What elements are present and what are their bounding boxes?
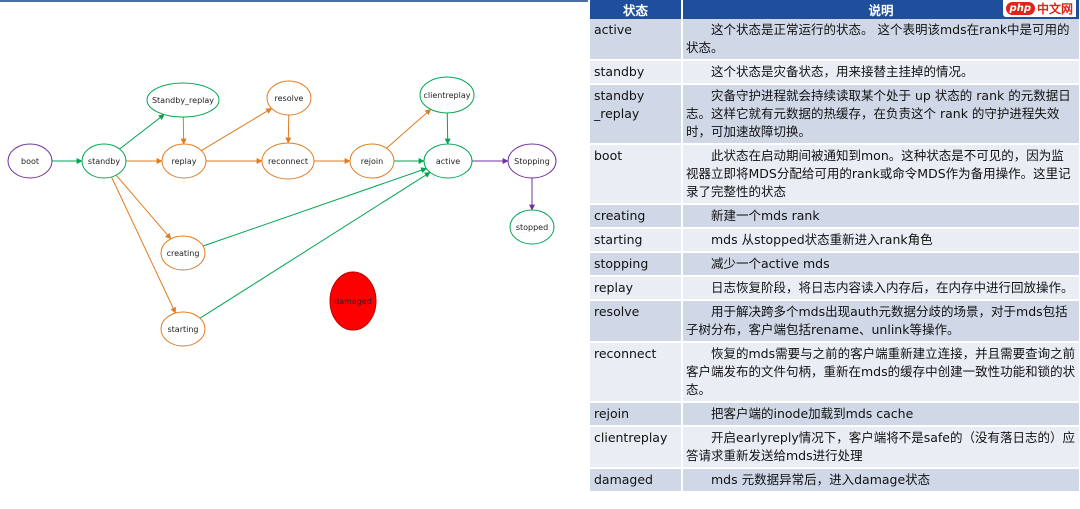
node-label: resolve <box>275 94 304 103</box>
state-description: 日志恢复阶段，将日志内容读入内存后，在内存中进行回放操作。 <box>682 276 1080 301</box>
state-description: 恢复的mds需要与之前的客户端重新建立连接，并且需要查询之前客户端发布的文件句柄… <box>682 342 1080 403</box>
node-stopped: stopped <box>509 209 555 245</box>
state-name: boot <box>590 144 683 205</box>
state-description: 这个状态是灾备状态，用来接替主挂掉的情况。 <box>682 60 1080 85</box>
state-description: mds 从stopped状态重新进入rank角色 <box>682 228 1080 253</box>
table-header-row: 状态 说明 <box>590 0 1080 19</box>
state-description: 用于解决跨多个mds出现auth元数据分歧的场景，对于mds包括子树分布，客户端… <box>682 300 1080 343</box>
node-reconnect: reconnect <box>261 142 315 180</box>
edge-standby-to-starting <box>111 176 176 314</box>
node-shape <box>81 143 127 179</box>
node-replay: replay <box>161 143 207 179</box>
state-name: active <box>590 19 683 61</box>
top-divider-line <box>0 0 588 2</box>
edge-standby-to-standby_replay <box>119 114 165 150</box>
state-description: 这个状态是正常运行的状态。 这个表明该mds在rank中是可用的状态。 <box>682 19 1080 61</box>
node-label: damaged <box>334 297 372 306</box>
edge-starting-to-active <box>199 171 431 319</box>
node-shape <box>419 76 475 114</box>
state-name: rejoin <box>590 402 683 427</box>
node-starting: starting <box>160 311 206 347</box>
node-shape <box>349 143 395 179</box>
state-name: reconnect <box>590 342 683 403</box>
state-description: 新建一个mds rank <box>682 204 1080 229</box>
state-description: 此状态在启动期间被通知到mon。这种状态是不可见的，因为监视器立即将MDS分配给… <box>682 144 1080 205</box>
node-shape <box>329 271 377 331</box>
watermark-text: 中文网 <box>1036 2 1073 16</box>
node-label: stopped <box>516 223 548 232</box>
state-description: 减少一个active mds <box>682 252 1080 277</box>
node-rejoin: rejoin <box>349 143 395 179</box>
state-name: creating <box>590 204 683 229</box>
node-creating: creating <box>160 235 206 271</box>
state-name: standby _replay <box>590 84 683 145</box>
node-damaged: damaged <box>329 271 377 331</box>
watermark-logo: php 中文网 <box>1002 0 1076 17</box>
node-label: creating <box>167 249 200 258</box>
node-label: starting <box>167 325 198 334</box>
node-resolve: resolve <box>266 80 312 116</box>
node-label: rejoin <box>361 157 383 166</box>
header-description: 说明 <box>682 0 1080 19</box>
state-name: standby <box>590 60 683 85</box>
node-label: boot <box>21 157 39 166</box>
edge-rejoin-to-clientreplay <box>386 108 432 149</box>
node-shape <box>509 209 555 245</box>
node-label: Stopping <box>514 157 550 166</box>
node-stopping: Stopping <box>507 143 557 179</box>
node-active: active <box>423 143 473 179</box>
node-shape <box>423 143 473 179</box>
node-boot: boot <box>7 143 53 179</box>
node-shape <box>161 143 207 179</box>
header-state: 状态 <box>590 0 683 19</box>
node-shape <box>160 235 206 271</box>
node-standby_replay: Standby_replay <box>146 82 220 118</box>
state-description: 把客户端的inode加载到mds cache <box>682 402 1080 427</box>
state-description: 灾备守护进程就会持续读取某个处于 up 状态的 rank 的元数据日志。这样它就… <box>682 84 1080 145</box>
edge-creating-to-active <box>202 167 428 247</box>
node-clientreplay: clientreplay <box>419 76 475 114</box>
node-label: reconnect <box>268 157 308 166</box>
state-name: damaged <box>590 468 683 493</box>
node-shape <box>7 143 53 179</box>
node-label: Standby_replay <box>152 96 214 105</box>
state-description: mds 元数据异常后，进入damage状态 <box>682 468 1080 493</box>
edge-replay-to-resolve <box>201 107 273 152</box>
state-description: 开启earlyreply情况下，客户端将不是safe的（没有落日志的）应答请求重… <box>682 426 1080 469</box>
state-name: clientreplay <box>590 426 683 469</box>
node-label: clientreplay <box>424 91 471 100</box>
watermark-brand: php <box>1005 2 1035 15</box>
node-shape <box>507 143 557 179</box>
edge-standby-to-creating <box>115 174 172 240</box>
node-label: active <box>436 157 460 166</box>
state-name: starting <box>590 228 683 253</box>
node-shape <box>266 80 312 116</box>
node-shape <box>146 82 220 118</box>
state-name: replay <box>590 276 683 301</box>
state-name: stopping <box>590 252 683 277</box>
node-standby: standby <box>81 143 127 179</box>
state-name: resolve <box>590 300 683 343</box>
node-label: replay <box>172 157 197 166</box>
node-shape <box>261 142 315 180</box>
node-label: standby <box>88 157 120 166</box>
node-shape <box>160 311 206 347</box>
